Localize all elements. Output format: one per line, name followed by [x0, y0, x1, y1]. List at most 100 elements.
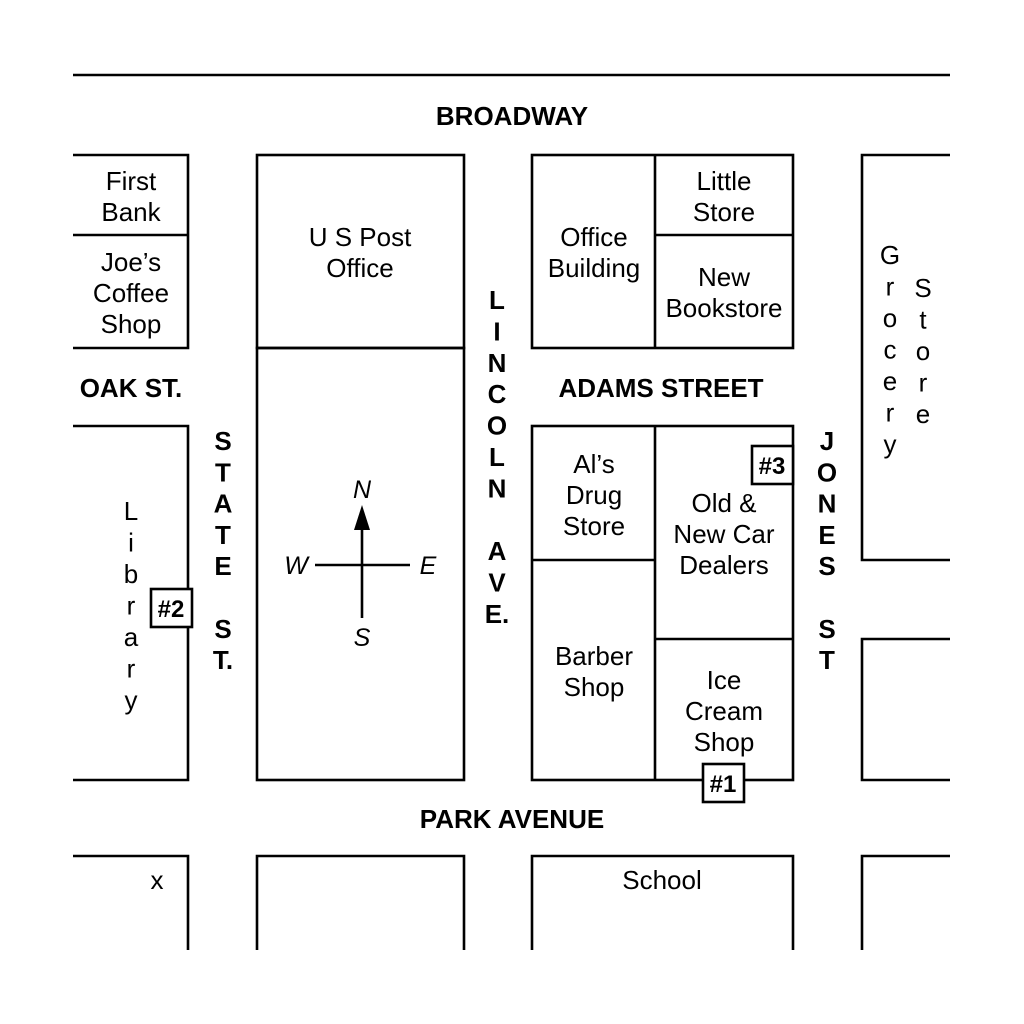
- label-joes-coffee-shop-line: Coffee: [93, 278, 169, 308]
- street-adams: ADAMS STREET: [558, 373, 763, 403]
- label-grocery-line: G: [880, 240, 900, 270]
- compass-s: S: [354, 624, 371, 652]
- label-grocery-line: r: [886, 398, 895, 428]
- street-lincoln-line: L: [489, 442, 505, 472]
- street-park: PARK AVENUE: [420, 804, 604, 834]
- label-store-line: e: [916, 399, 930, 429]
- marker-2: #2: [149, 587, 194, 629]
- label-ice-cream-shop-line: Cream: [685, 696, 763, 726]
- street-jones-line: O: [817, 457, 837, 487]
- label-barber-shop-line: Barber: [555, 641, 633, 671]
- label-school: School: [622, 865, 702, 895]
- label-joes-coffee-shop-line: Shop: [101, 309, 162, 339]
- street-state-line: T: [215, 520, 231, 550]
- label-ice-cream-shop-line: Ice: [707, 665, 742, 695]
- compass-w: W: [284, 552, 310, 580]
- block-east-south: [860, 854, 950, 950]
- label-first-bank-line: First: [106, 166, 157, 196]
- label-library-line: r: [127, 654, 136, 684]
- block-south-east: [530, 424, 795, 782]
- block-school: [530, 854, 795, 950]
- compass-n: N: [353, 476, 372, 504]
- street-lincoln-line: E.: [485, 599, 510, 629]
- street-jones-line: J: [820, 426, 834, 456]
- street-state-line: A: [214, 489, 233, 519]
- compass-e: E: [420, 552, 437, 580]
- street-lincoln-line: O: [487, 411, 507, 441]
- label-car-dealers-line: Old &: [691, 488, 756, 518]
- block-southwest: [73, 854, 190, 950]
- block-grocery-store: [860, 153, 950, 562]
- label-barber-shop-line: Shop: [564, 672, 625, 702]
- label-grocery-line: y: [884, 429, 897, 459]
- label-library-line: i: [128, 528, 134, 558]
- street-lincoln-line: N: [488, 473, 507, 503]
- block-first-bank-joes: [73, 153, 190, 350]
- marker-2-label: #2: [158, 596, 185, 623]
- street-jones-line: N: [818, 489, 837, 519]
- street-jones-line: S: [818, 551, 835, 581]
- label-new-bookstore-line: New: [698, 262, 750, 292]
- label-library-line: L: [124, 496, 138, 526]
- street-state-line: T: [215, 457, 231, 487]
- street-jones-line: S: [818, 614, 835, 644]
- street-lincoln-line: C: [488, 379, 507, 409]
- label-joes-coffee-shop-line: Joe’s: [101, 247, 161, 277]
- label-new-bookstore-line: Bookstore: [665, 293, 782, 323]
- label-library-line: a: [124, 622, 139, 652]
- street-state-line: E: [214, 551, 231, 581]
- label-store-line: S: [914, 273, 931, 303]
- label-office-building-line: Office: [560, 222, 627, 252]
- marker-3: #3: [750, 444, 795, 486]
- label-post-office-line: Office: [326, 253, 393, 283]
- marker-3-label: #3: [759, 453, 786, 480]
- label-als-drug-store-line: Al’s: [573, 449, 614, 479]
- street-state-line: T.: [213, 645, 233, 675]
- label-store-line: t: [919, 305, 927, 335]
- label-grocery-line: o: [883, 303, 897, 333]
- label-car-dealers-line: Dealers: [679, 550, 769, 580]
- label-als-drug-store-line: Drug: [566, 480, 622, 510]
- label-ice-cream-shop-line: Shop: [694, 727, 755, 757]
- label-store-line: r: [919, 368, 928, 398]
- block-east-middle: [860, 637, 950, 782]
- label-post-office-line: U S Post: [309, 222, 412, 252]
- compass-rose: N S W E: [284, 476, 436, 652]
- label-office-building-line: Building: [548, 253, 641, 283]
- label-library-line: r: [127, 591, 136, 621]
- street-lincoln-line: L: [489, 285, 505, 315]
- street-state-line: S: [214, 614, 231, 644]
- street-lincoln-line: N: [488, 348, 507, 378]
- marker-1: #1: [701, 762, 746, 804]
- street-jones-line: E: [818, 520, 835, 550]
- label-library-line: b: [124, 559, 138, 589]
- block-south-center-left: [255, 854, 466, 950]
- label-library-line: y: [125, 685, 138, 715]
- street-jones-line: T: [819, 645, 835, 675]
- street-oak: OAK ST.: [80, 373, 183, 403]
- street-lincoln-line: A: [488, 536, 507, 566]
- label-first-bank-line: Bank: [101, 197, 161, 227]
- north-arrow-icon: [354, 505, 370, 530]
- street-state-line: S: [214, 426, 231, 456]
- street-lincoln-line: V: [488, 568, 506, 598]
- label-als-drug-store-line: Store: [563, 511, 625, 541]
- label-little-store-line: Store: [693, 197, 755, 227]
- street-broadway: BROADWAY: [436, 101, 588, 131]
- block-north-east: [530, 153, 795, 350]
